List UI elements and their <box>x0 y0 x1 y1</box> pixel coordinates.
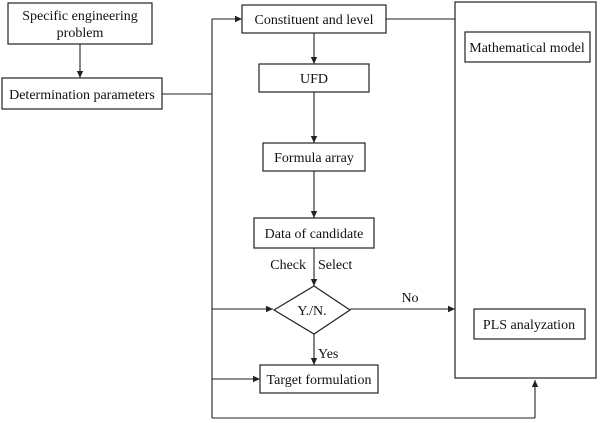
node-mathematical-model-box <box>464 31 591 63</box>
node-decision-diamond <box>272 285 352 335</box>
edge-label-check: Check <box>270 258 306 273</box>
node-mathematical-model-label: Mathematical model <box>469 41 585 56</box>
node-pls-analyzation-label: PLS analyzation <box>483 318 575 333</box>
edge-label-yes: Yes <box>318 347 338 362</box>
node-ufd-label: UFD <box>300 72 328 87</box>
node-data-of-candidate: Data of candidate <box>253 217 375 249</box>
node-specific-problem-box <box>7 2 153 45</box>
node-formula-array: Formula array <box>262 142 366 172</box>
node-specific-problem-label-2: problem <box>57 26 104 41</box>
node-decision-label: Y./N. <box>297 304 326 319</box>
node-constituent-and-level-label: Constituent and level <box>255 13 374 28</box>
connectors <box>76 15 539 419</box>
node-data-of-candidate-box <box>253 217 375 249</box>
node-ufd-box <box>258 63 370 93</box>
node-determination-parameters: Determination parameters <box>1 77 163 110</box>
node-pls-analyzation: PLS analyzation <box>473 308 586 340</box>
node-determination-parameters-box <box>1 77 163 110</box>
node-specific-problem: Specific engineering problem <box>7 2 153 45</box>
edge-label-no: No <box>401 291 418 306</box>
node-ufd: UFD <box>258 63 370 93</box>
node-determination-parameters-label: Determination parameters <box>9 88 155 103</box>
node-constituent-and-level: Constituent and level <box>241 4 387 34</box>
node-mathematical-model: Mathematical model <box>464 31 591 63</box>
node-pls-analyzation-box <box>473 308 586 340</box>
edge-label-select: Select <box>318 258 352 273</box>
node-data-of-candidate-label: Data of candidate <box>265 227 364 242</box>
node-formula-array-label: Formula array <box>274 151 354 166</box>
node-specific-problem-label-1: Specific engineering <box>22 9 137 24</box>
node-target-formulation-label: Target formulation <box>267 373 372 388</box>
node-decision: Y./N. <box>272 285 352 335</box>
node-target-formulation-box <box>259 364 379 394</box>
node-formula-array-box <box>262 142 366 172</box>
node-constituent-and-level-box <box>241 4 387 34</box>
node-target-formulation: Target formulation <box>259 364 379 394</box>
